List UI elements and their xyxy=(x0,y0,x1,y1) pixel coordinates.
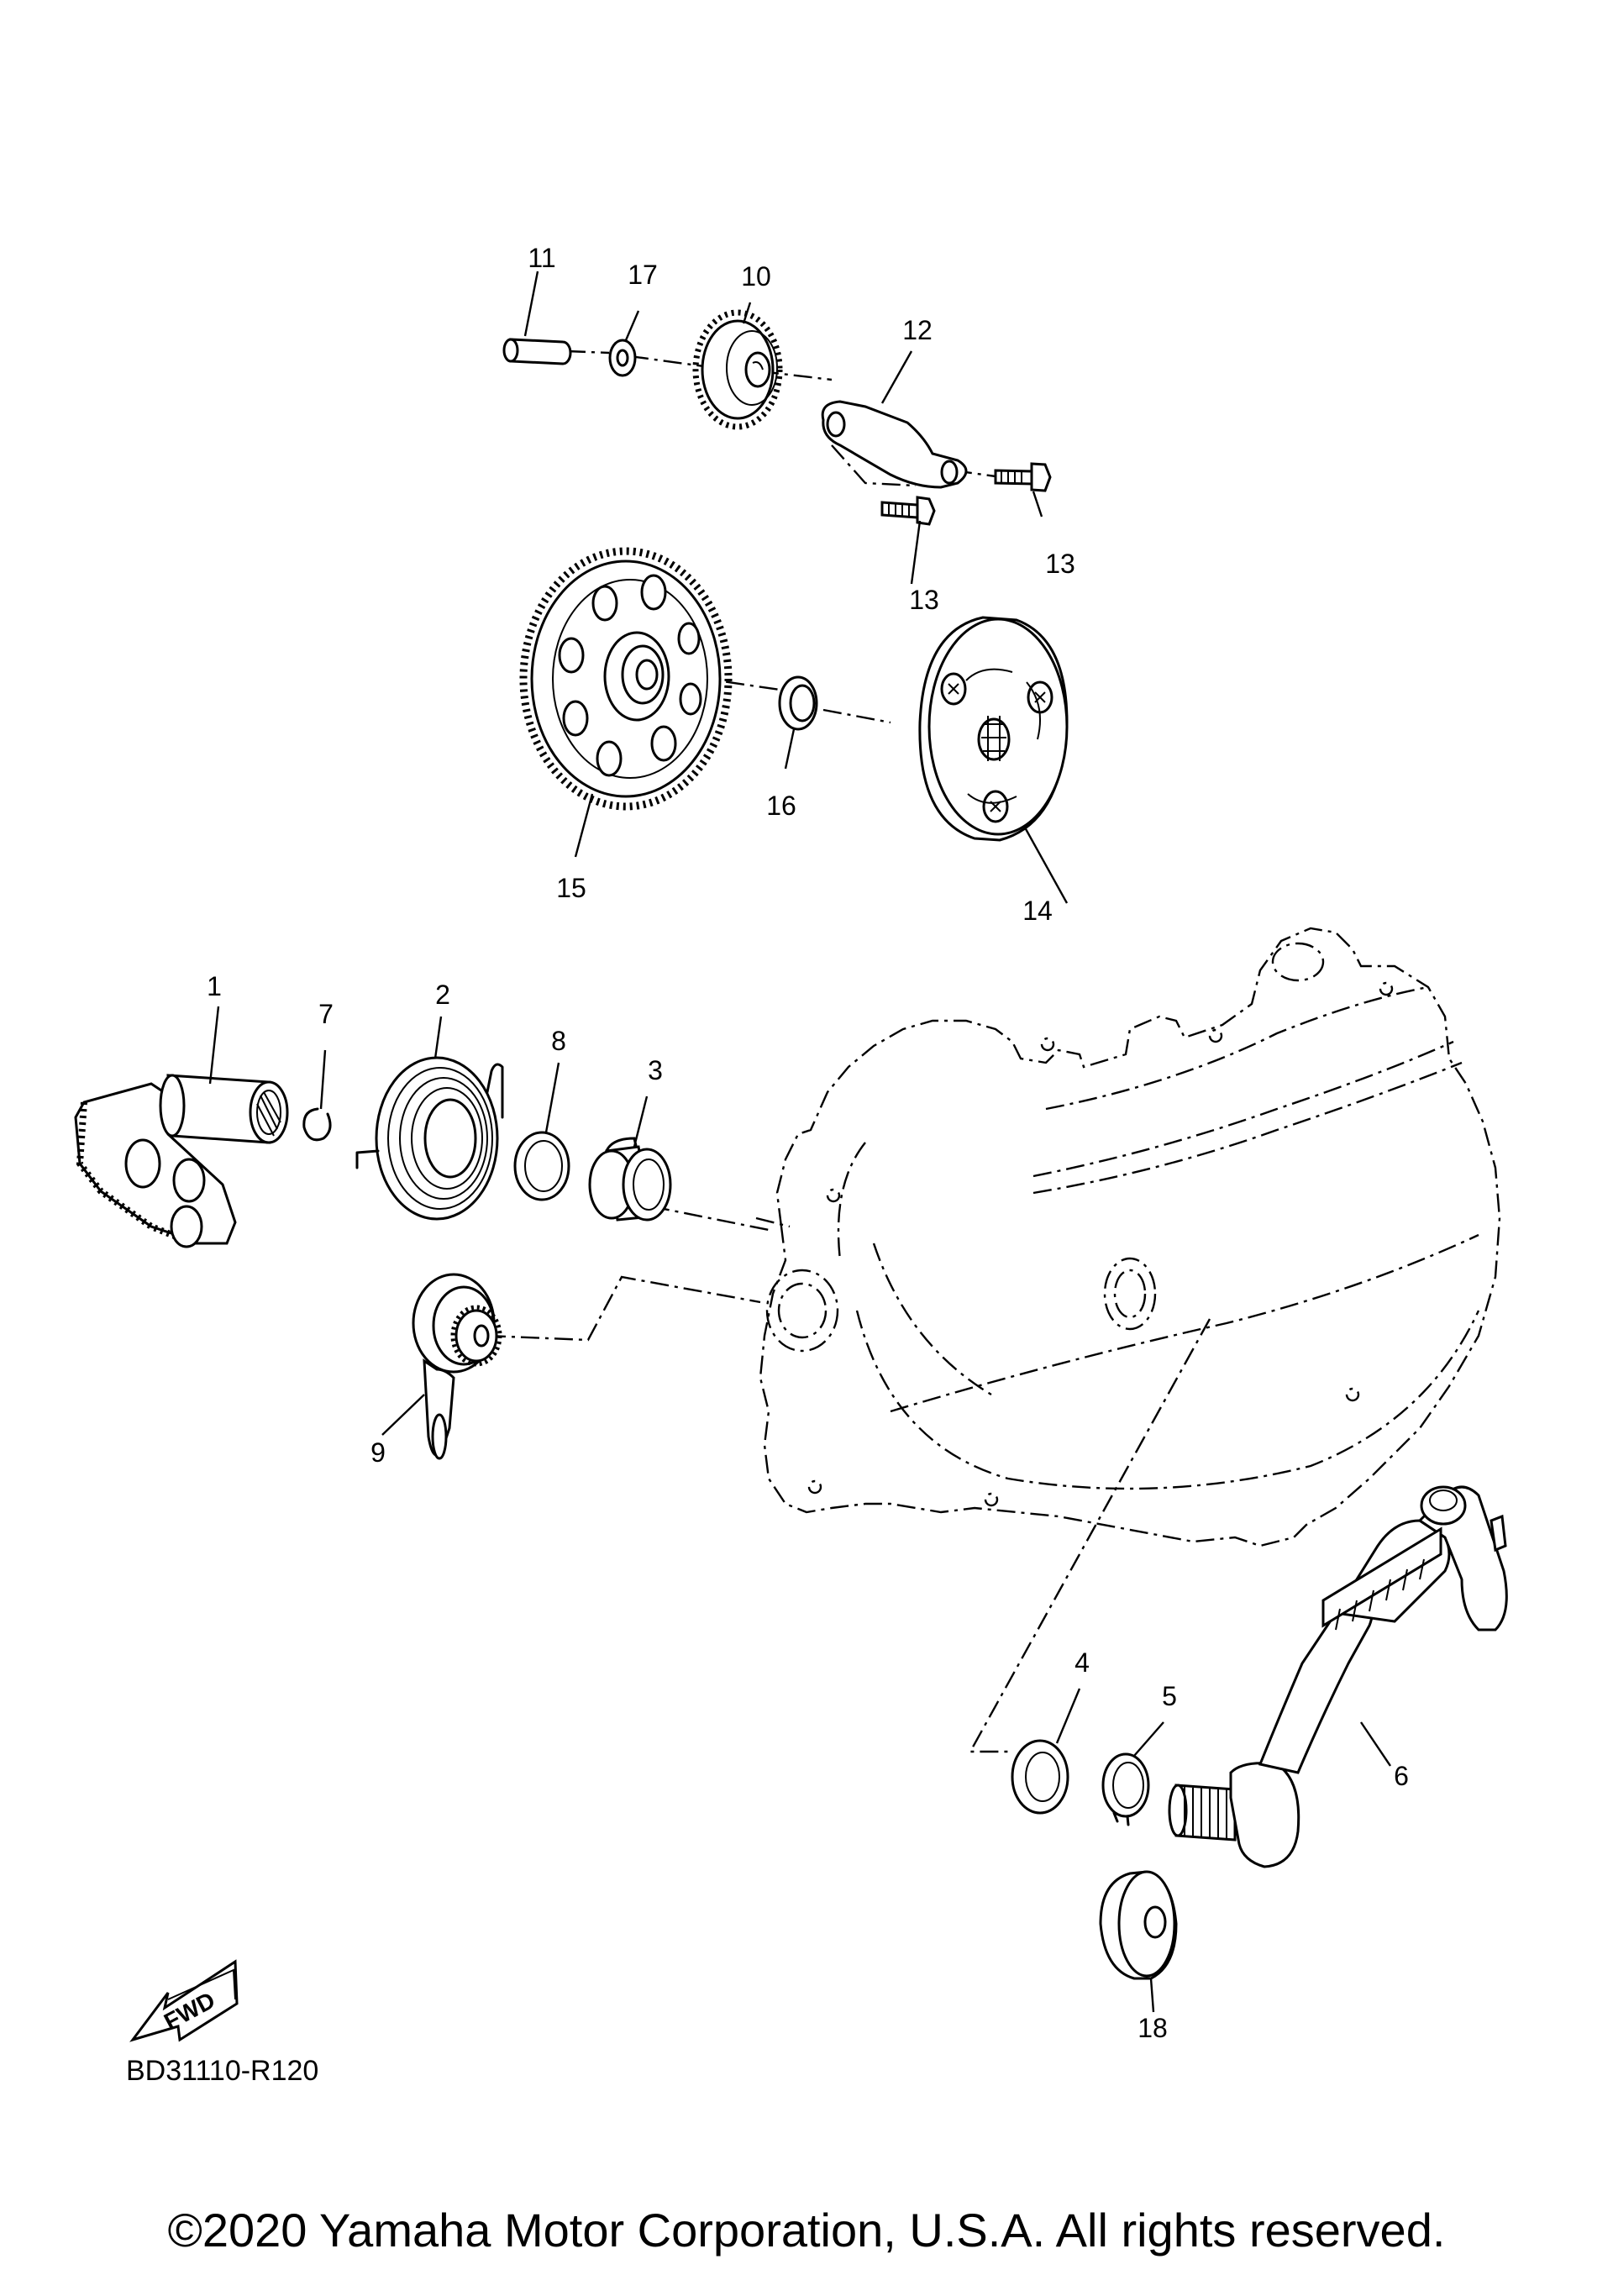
part-4-washer xyxy=(1011,1739,1069,1815)
callout-1: 1 xyxy=(207,971,222,1001)
part-9-kick-pinion-gear xyxy=(412,1273,502,1460)
callout-9: 9 xyxy=(370,1437,386,1468)
part-18-seal xyxy=(1099,1870,1178,1980)
callout-5: 5 xyxy=(1162,1681,1177,1711)
crankcase-cover-outline xyxy=(755,927,1501,1547)
part-3-collar xyxy=(588,1137,672,1222)
part-1-kick-axle xyxy=(74,1074,289,1248)
part-6-kick-crank xyxy=(1168,1485,1508,1868)
part-10-idle-gear xyxy=(692,309,783,430)
part-16-washer xyxy=(778,675,818,731)
callout-18: 18 xyxy=(1138,2013,1168,2043)
callout-3: 3 xyxy=(648,1055,663,1085)
part-11-pin xyxy=(502,338,572,365)
part-13-bolt-upper xyxy=(994,462,1052,492)
assembly-center-lines xyxy=(486,349,1211,1753)
callout-14: 14 xyxy=(1022,896,1053,926)
callout-numbers: 11 17 10 12 13 13 16 15 14 1 7 2 8 3 9 4… xyxy=(207,243,1409,2043)
part-2-kick-spring xyxy=(355,1056,504,1221)
callout-13-left: 13 xyxy=(909,585,939,615)
part-15-starter-wheel-gear xyxy=(519,547,733,811)
callout-2: 2 xyxy=(435,980,450,1010)
callout-12: 12 xyxy=(902,315,933,345)
callout-10: 10 xyxy=(741,261,771,292)
callout-16: 16 xyxy=(766,791,796,821)
part-7-circlip xyxy=(302,1107,332,1142)
callout-4: 4 xyxy=(1074,1647,1090,1678)
callout-13-right: 13 xyxy=(1045,549,1075,579)
copyright-notice: ©2020 Yamaha Motor Corporation, U.S.A. A… xyxy=(167,2204,1446,2257)
part-17-washer xyxy=(608,339,637,377)
callout-11: 11 xyxy=(528,243,555,273)
part-14-one-way-clutch xyxy=(918,616,1069,842)
callout-15: 15 xyxy=(556,873,586,903)
callout-7: 7 xyxy=(318,999,334,1029)
leader-lines xyxy=(208,271,1391,2013)
fwd-arrow-badge: FWD xyxy=(129,1959,239,2042)
part-13-bolt-lower xyxy=(880,496,936,526)
part-12-plate xyxy=(821,400,968,489)
callout-6: 6 xyxy=(1394,1761,1409,1791)
part-8-ring xyxy=(513,1131,570,1201)
part-5-circlip xyxy=(1101,1752,1150,1826)
diagram-code: BD31110-R120 xyxy=(126,2055,318,2087)
callout-17: 17 xyxy=(628,260,658,290)
callout-8: 8 xyxy=(551,1026,566,1056)
